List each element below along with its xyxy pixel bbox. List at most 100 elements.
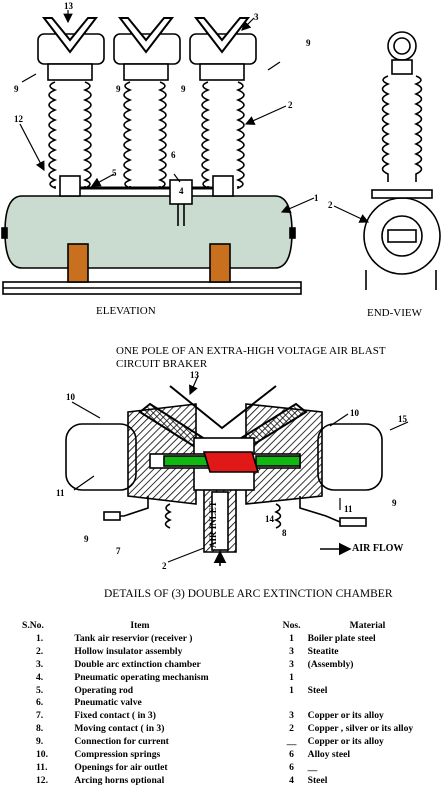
air-inlet-label: AIR INLET xyxy=(208,501,218,548)
tank-support-right xyxy=(209,243,231,283)
cell-nos: 1 xyxy=(289,671,294,683)
moving-contact-left xyxy=(163,455,211,467)
elev-callout-5: 5 xyxy=(112,168,117,178)
cell-material: Copper , silver or its alloy xyxy=(307,723,414,735)
moving-contact-right xyxy=(255,455,301,467)
cell-material: Alloy steel xyxy=(307,749,351,761)
cell-nos: 6 xyxy=(289,761,294,773)
col-item: Item xyxy=(130,620,150,631)
air-flow-label: AIR FLOW xyxy=(352,543,404,554)
cell-nos: 6 xyxy=(289,749,294,761)
cell-nos: 2 xyxy=(289,723,294,735)
cell-material: Steel xyxy=(307,774,328,786)
arc-zone xyxy=(202,451,260,473)
pneumatic-mechanism xyxy=(169,179,193,205)
chamber-caption: DETAILS OF (3) DOUBLE ARC EXTINCTION CHA… xyxy=(104,588,393,600)
cell-item: Fixed contact ( in 3) xyxy=(74,710,156,722)
chamber-detail xyxy=(65,375,409,566)
cell-sno: 10. xyxy=(36,749,48,761)
table-row: 10. Compression springs 6 Alloy steel xyxy=(22,749,443,762)
cell-item: Compression springs xyxy=(74,749,161,761)
tank-air-reservoir xyxy=(4,195,293,269)
title-line-2: CIRCUIT BRAKER xyxy=(116,358,208,370)
elev-callout-9b: 9 xyxy=(116,84,121,94)
cell-item: Pneumatic valve xyxy=(74,697,142,709)
elev-callout-4: 4 xyxy=(179,186,184,196)
cell-sno: 2. xyxy=(36,645,44,657)
insulator-column-2 xyxy=(123,81,167,190)
cell-nos: 1 xyxy=(289,684,294,696)
chamber-callout-15: 15 xyxy=(398,414,407,424)
end-view-caption: END-VIEW xyxy=(367,307,422,319)
insulator-column-3 xyxy=(201,81,245,197)
table-row: 9. Connection for current __ Copper or its … xyxy=(22,736,443,749)
elev-callout-6: 6 xyxy=(171,150,176,160)
table-row: 4. Pneumatic operating mechanism 1 xyxy=(22,672,443,685)
insulator-column-1 xyxy=(48,81,92,197)
cell-material: Boiler plate steel xyxy=(307,632,376,644)
col-sno: S.No. xyxy=(22,620,44,631)
elev-callout-2: 2 xyxy=(288,100,293,110)
cell-item: Operating rod xyxy=(74,684,134,696)
air-outlet-left xyxy=(65,423,137,491)
parts-table: S.No. Item Nos. Material 1. Tank air rese… xyxy=(22,620,443,788)
elev-callout-9d: 9 xyxy=(306,38,311,48)
table-row: 6. Pneumatic valve xyxy=(22,697,443,710)
elev-callout-3: 3 xyxy=(254,12,259,22)
cell-material: Copper or its alloy xyxy=(307,710,384,722)
cell-nos: 3 xyxy=(289,645,294,657)
cell-sno: 9. xyxy=(36,736,44,748)
table-row: 11. Openings for air outlet 6 __ xyxy=(22,762,443,775)
cell-sno: 1. xyxy=(36,632,44,644)
endview-callout-2: 2 xyxy=(328,200,333,210)
cell-sno: 5. xyxy=(36,684,44,696)
cell-material: __ xyxy=(307,761,318,773)
chamber-callout-10b: 10 xyxy=(350,408,359,418)
elev-callout-9a: 9 xyxy=(14,84,19,94)
chamber-heads xyxy=(37,17,257,81)
chamber-callout-11a: 11 xyxy=(56,488,65,498)
chamber-callout-9b: 9 xyxy=(392,498,397,508)
end-view-tank xyxy=(363,197,441,275)
cell-material: Copper or its alloy xyxy=(307,736,384,748)
cell-nos xyxy=(275,697,307,710)
cell-material xyxy=(308,672,443,685)
cell-nos: 1 xyxy=(289,632,294,644)
cell-sno: 4. xyxy=(36,671,44,683)
cell-item: Openings for air outlet xyxy=(74,761,168,773)
cell-nos: 4 xyxy=(289,774,294,786)
col-nos: Nos. xyxy=(282,620,301,631)
elev-callout-12: 12 xyxy=(14,114,23,124)
cell-sno: 7. xyxy=(36,710,44,722)
parts-table-header: S.No. Item Nos. Material xyxy=(22,620,443,633)
cell-material: Steel xyxy=(307,684,328,696)
col-material: Material xyxy=(349,620,386,631)
cell-nos: 3 xyxy=(289,710,294,722)
end-view xyxy=(333,31,441,290)
cell-item: Moving contact ( in 3) xyxy=(74,723,165,735)
cell-item: Arcing horns optional xyxy=(74,774,165,786)
cell-item: Connection for current xyxy=(74,736,169,748)
cell-material: (Assembly) xyxy=(307,658,354,670)
cell-sno: 8. xyxy=(36,723,44,735)
cell-sno: 3. xyxy=(36,658,44,670)
cell-material: Steatite xyxy=(307,645,339,657)
chamber-callout-14: 14 xyxy=(265,514,274,524)
title-line-1: ONE POLE OF AN EXTRA-HIGH VOLTAGE AIR BL… xyxy=(116,345,386,357)
cell-item: Pneumatic operating mechanism xyxy=(74,671,209,683)
cell-sno: 12. xyxy=(36,774,48,786)
elev-callout-13: 13 xyxy=(64,1,73,11)
cell-sno: 6. xyxy=(36,697,44,709)
table-row: 7. Fixed contact ( in 3) 3 Copper or its al… xyxy=(22,710,443,723)
cell-item: Tank air reservior (receiver ) xyxy=(74,632,193,644)
elev-callout-9c: 9 xyxy=(181,84,186,94)
cell-item: Double arc extinction chamber xyxy=(74,658,201,670)
table-row: 12. Arcing horns optional 4 Steel xyxy=(22,775,443,788)
chamber-callout-11b: 11 xyxy=(344,504,353,514)
cell-sno: 11. xyxy=(36,761,48,773)
cell-nos: __ xyxy=(286,736,297,748)
table-row: 5. Operating rod 1 Steel xyxy=(22,685,443,698)
table-row: 1. Tank air reservior (receiver ) 1 Boiler … xyxy=(22,633,443,646)
chamber-callout-9a: 9 xyxy=(84,534,89,544)
